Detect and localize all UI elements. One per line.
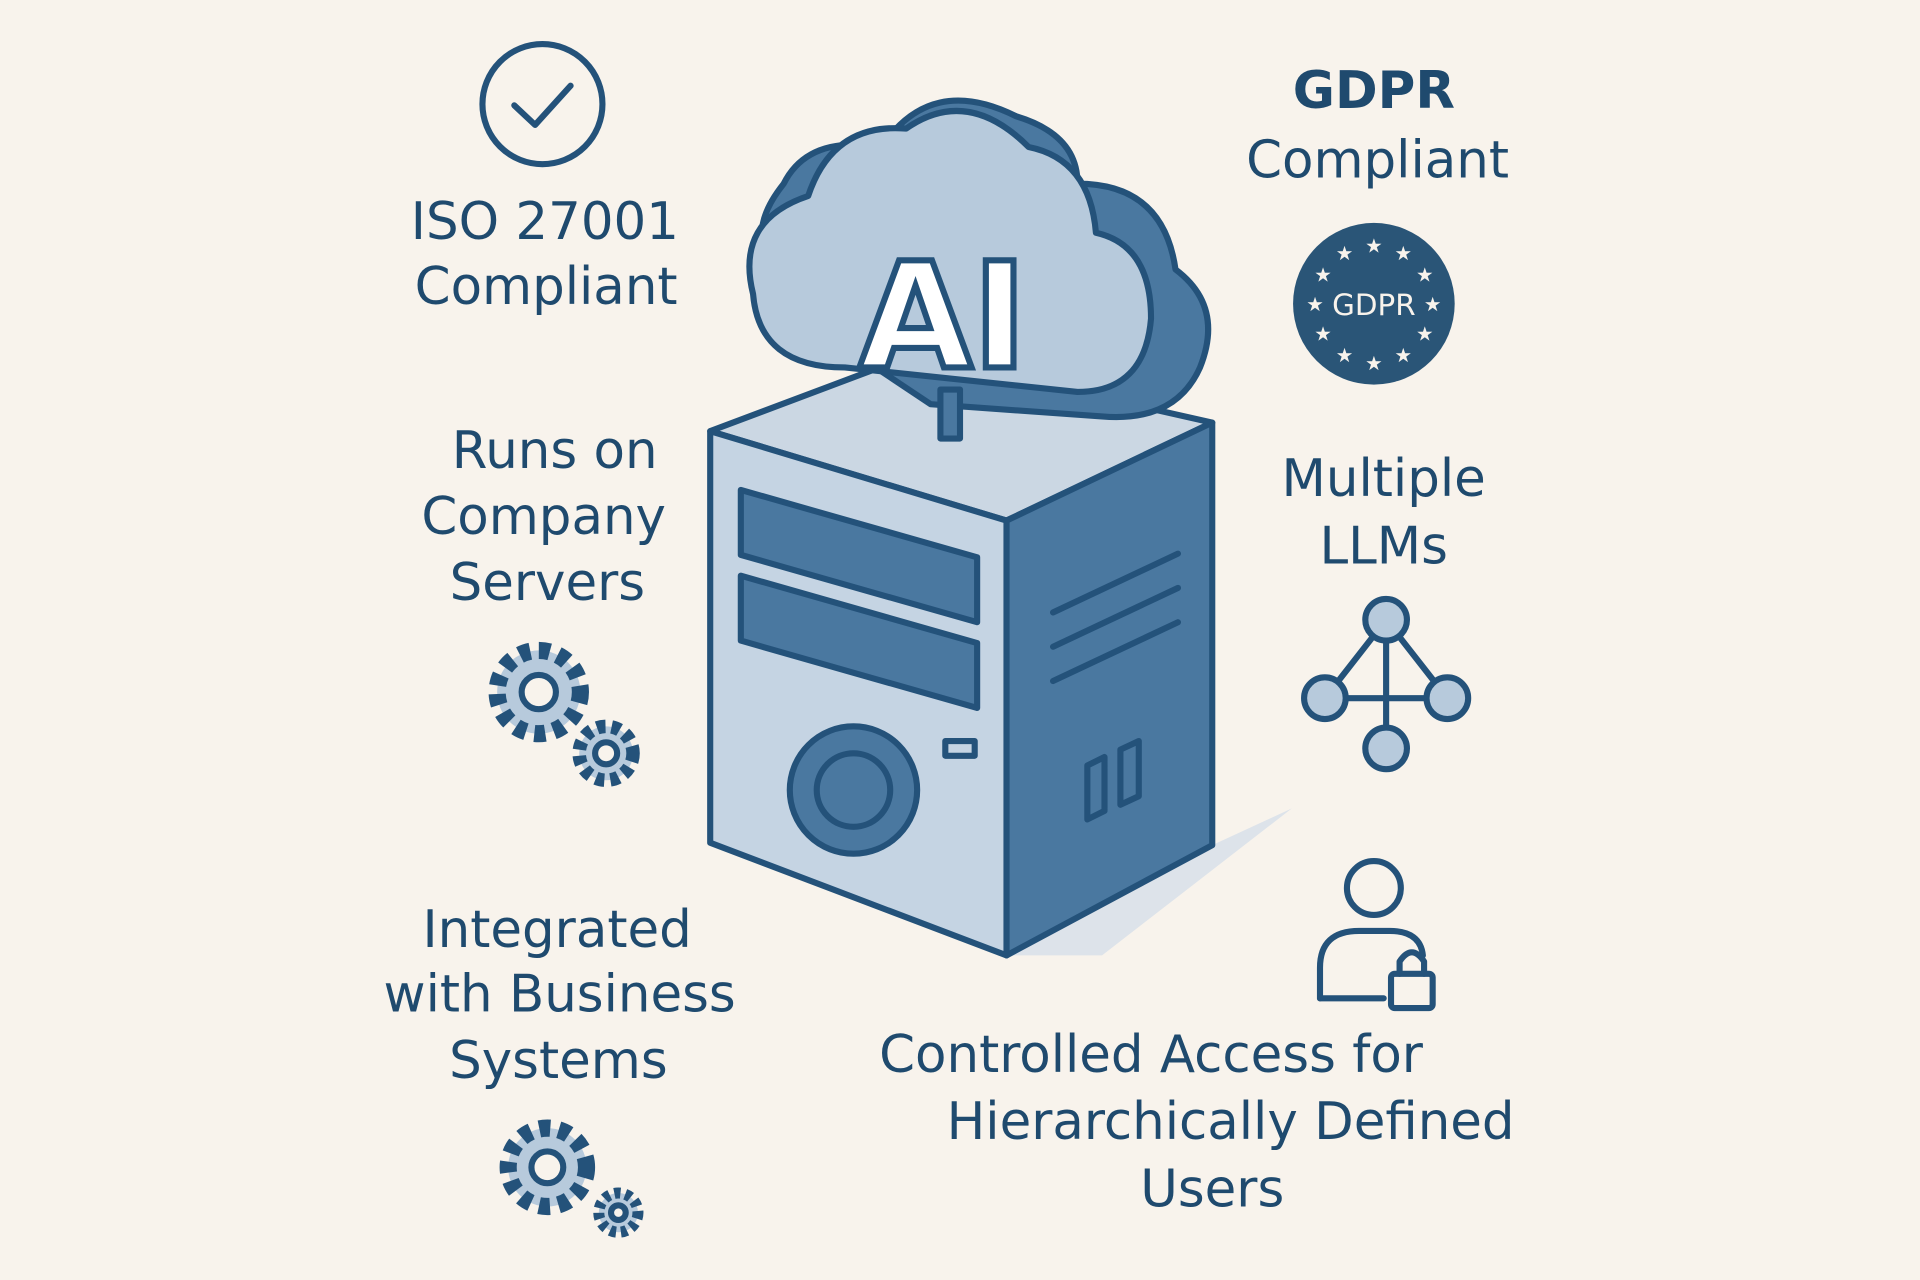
access-line3: Users xyxy=(1140,1159,1284,1219)
star-icon: ★ xyxy=(1314,264,1332,287)
user-lock-icon xyxy=(1316,858,1436,1012)
llms-line1: Multiple xyxy=(1282,449,1486,509)
star-icon: ★ xyxy=(1336,242,1354,265)
cloud-ai-text: AI xyxy=(859,231,1027,402)
gdpr-line2: Compliant xyxy=(1246,131,1509,191)
gdpr-badge-icon: ★★★★★★★★★★★★ GDPR xyxy=(1293,222,1455,385)
gears-icon xyxy=(488,641,640,787)
iso-line1: ISO 27001 xyxy=(411,192,679,252)
cloud-icon: AI xyxy=(746,97,1212,421)
star-icon: ★ xyxy=(1416,264,1434,287)
gdpr-line1: GDPR xyxy=(1293,61,1455,121)
integration-line1: Integrated xyxy=(423,900,692,960)
star-icon: ★ xyxy=(1365,234,1383,257)
integration-line3: Systems xyxy=(449,1031,668,1091)
star-icon: ★ xyxy=(1314,323,1332,346)
star-icon: ★ xyxy=(1365,352,1383,375)
network-icon xyxy=(1301,595,1472,773)
star-icon: ★ xyxy=(1394,242,1412,265)
check-circle-icon xyxy=(479,41,606,168)
star-icon: ★ xyxy=(1416,323,1434,346)
gears-icon xyxy=(499,1119,644,1238)
gdpr-badge-text: GDPR xyxy=(1332,288,1416,322)
llms-line2: LLMs xyxy=(1319,516,1447,576)
access-line1: Controlled Access for xyxy=(879,1025,1424,1085)
star-icon: ★ xyxy=(1306,293,1324,316)
iso-line2: Compliant xyxy=(415,257,678,317)
servers-line3: Servers xyxy=(450,553,645,613)
integration-line2: with Business xyxy=(384,965,736,1025)
servers-line2: Company xyxy=(421,487,666,547)
star-icon: ★ xyxy=(1424,293,1442,316)
star-icon: ★ xyxy=(1394,344,1412,367)
star-icon: ★ xyxy=(1336,344,1354,367)
servers-line1: Runs on xyxy=(452,421,658,481)
server-illustration: AI xyxy=(707,97,1292,959)
access-line2: Hierarchically Defined xyxy=(947,1092,1515,1152)
